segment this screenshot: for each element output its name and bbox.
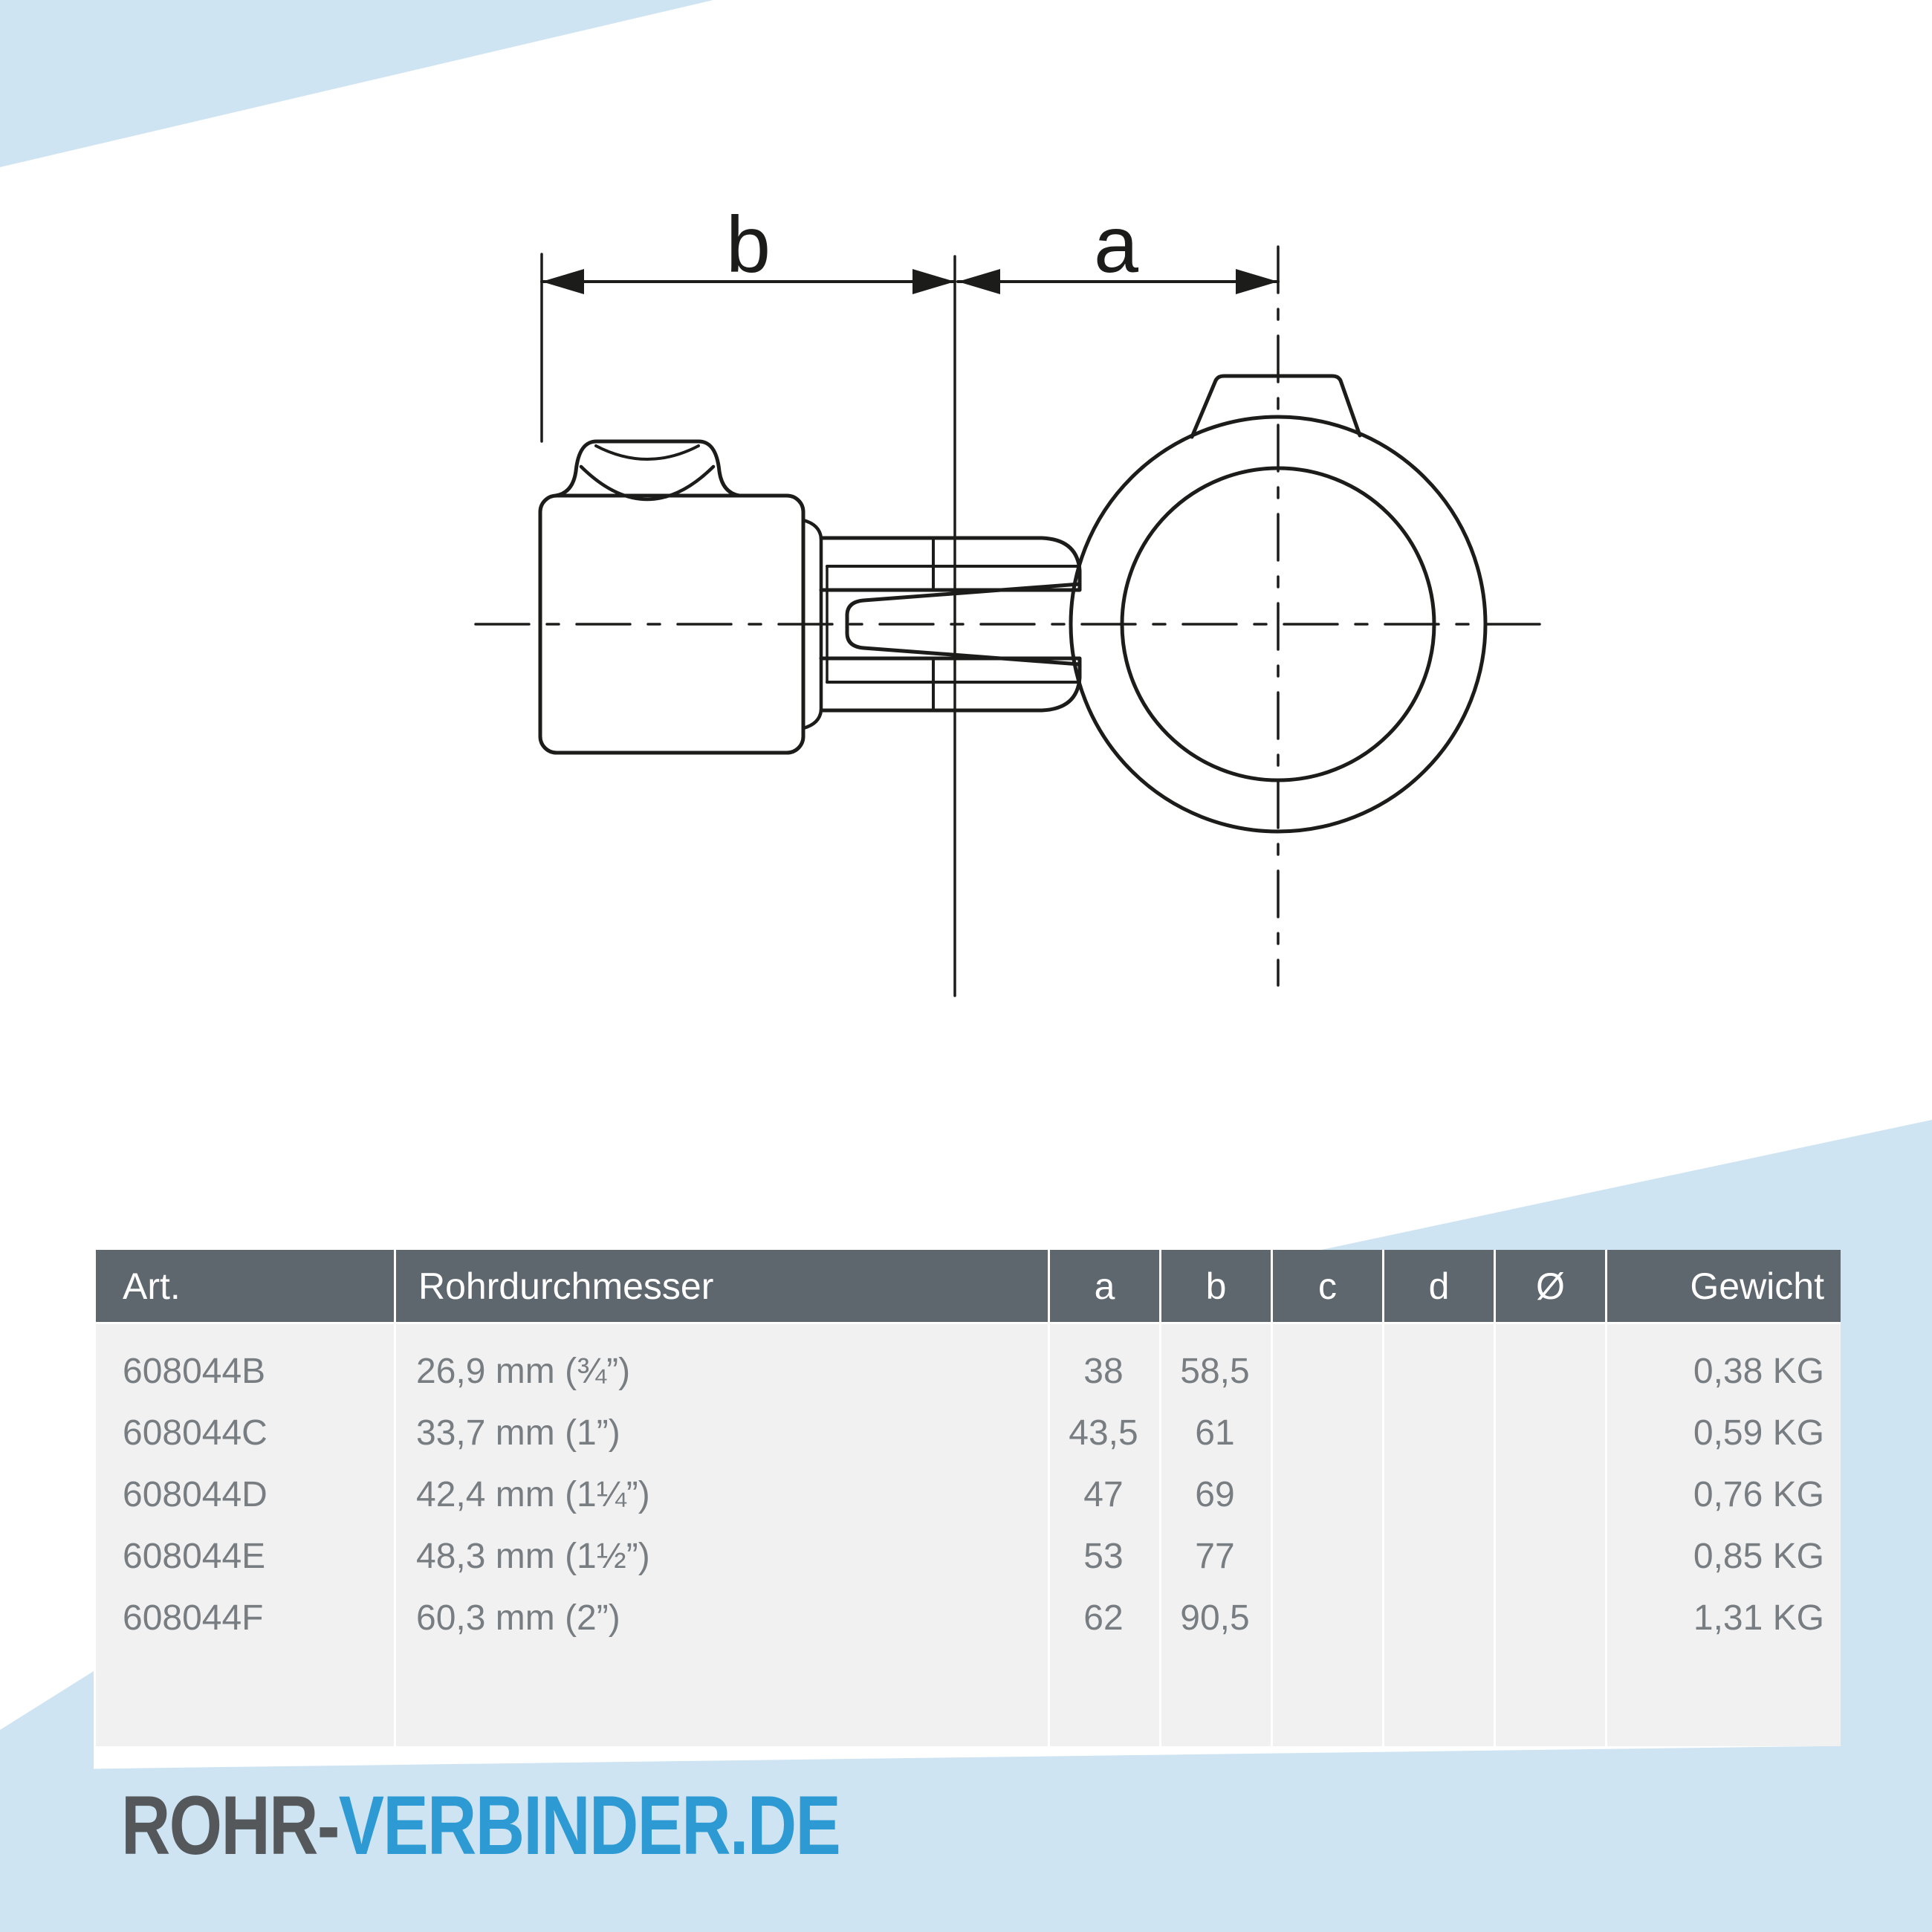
cell-weight: 0,38 KG <box>1693 1352 1824 1391</box>
dim-label-b: b <box>726 199 771 289</box>
cell-art: 608044B <box>123 1352 266 1391</box>
arrowhead-a-left <box>958 269 1000 294</box>
fork-slot-wedge <box>845 582 1082 667</box>
cell-weight: 1,31 KG <box>1693 1598 1824 1638</box>
cell-size: 48,3 mm (1½”) <box>416 1537 650 1576</box>
cell-c <box>1271 1464 1382 1526</box>
cell-dia <box>1494 1464 1605 1526</box>
cell-d <box>1382 1526 1494 1587</box>
fork-upper-arm <box>819 536 1082 592</box>
cell-a: 53 <box>1083 1537 1124 1576</box>
cell-dia <box>1494 1526 1605 1587</box>
cylinder-boss-saddle-arc <box>579 464 716 502</box>
col-header-dia: Ø <box>1494 1250 1605 1322</box>
dim-label-a: a <box>1094 199 1139 289</box>
cell-size: 60,3 mm (2”) <box>416 1598 620 1638</box>
cell-d <box>1382 1341 1494 1402</box>
cell-weight: 0,59 KG <box>1693 1413 1824 1453</box>
cylinder-boss-top-arc <box>594 444 700 461</box>
cell-art: 608044E <box>123 1537 266 1576</box>
cell-weight: 0,76 KG <box>1693 1475 1824 1514</box>
cell-dia <box>1494 1587 1605 1649</box>
spec-table: Art. Rohrdurchmesser a b c d Ø Gewicht 6… <box>96 1250 1841 1746</box>
col-header-b: b <box>1159 1250 1271 1322</box>
column-separator <box>1048 1324 1050 1746</box>
col-header-art: Art. <box>123 1265 181 1307</box>
site-logo: ROHR-VERBINDER.DE <box>121 1777 841 1873</box>
arrowhead-b-left <box>542 269 584 294</box>
ring-boss <box>1190 374 1362 439</box>
column-separator <box>1271 1324 1273 1746</box>
cell-art: 608044F <box>123 1598 264 1638</box>
column-separator <box>1159 1324 1161 1746</box>
ring-inner <box>1120 466 1436 782</box>
table-row: 608044B 26,9 mm (¾”) 38 58,5 0,38 KG <box>96 1341 1841 1402</box>
cell-dia <box>1494 1402 1605 1464</box>
cell-d <box>1382 1464 1494 1526</box>
table-row: 608044D 42,4 mm (1¼”) 47 69 0,76 KG <box>96 1464 1841 1526</box>
column-separator <box>1382 1324 1384 1746</box>
wedge-left-sliver <box>0 1671 94 1770</box>
cell-b: 58,5 <box>1180 1352 1250 1391</box>
arrowhead-b-right <box>912 269 955 294</box>
cylinder-boss <box>554 439 742 498</box>
cell-dia <box>1494 1341 1605 1402</box>
cell-b: 69 <box>1195 1475 1235 1514</box>
table-row: 608044E 48,3 mm (1½”) 53 77 0,85 KG <box>96 1526 1841 1587</box>
cell-art: 608044D <box>123 1475 268 1514</box>
arrowhead-a-right <box>1236 269 1278 294</box>
cell-size: 26,9 mm (¾”) <box>416 1352 631 1391</box>
col-header-weight: Gewicht <box>1605 1250 1841 1322</box>
logo-part-rohr: ROHR- <box>121 1779 340 1872</box>
cell-c <box>1271 1587 1382 1649</box>
cell-b: 90,5 <box>1180 1598 1250 1638</box>
wedge-bottom-band <box>0 1745 1932 1932</box>
col-header-c: c <box>1271 1250 1382 1322</box>
column-separator <box>1605 1324 1607 1746</box>
fork-flange-bottom-curve <box>801 708 823 730</box>
cell-a: 38 <box>1083 1352 1124 1391</box>
cell-a: 43,5 <box>1069 1413 1138 1453</box>
cell-c <box>1271 1402 1382 1464</box>
cell-d <box>1382 1587 1494 1649</box>
table-row: 608044C 33,7 mm (1”) 43,5 61 0,59 KG <box>96 1402 1841 1464</box>
col-header-d: d <box>1382 1250 1494 1322</box>
fork-flange-top-curve <box>801 518 823 540</box>
cell-b: 61 <box>1195 1413 1235 1453</box>
table-row: 608044F 60,3 mm (2”) 62 90,5 1,31 KG <box>96 1587 1841 1649</box>
cell-a: 62 <box>1083 1598 1124 1638</box>
cell-art: 608044C <box>123 1413 268 1453</box>
cell-weight: 0,85 KG <box>1693 1537 1824 1576</box>
ring-outer <box>1069 415 1488 834</box>
column-separator <box>1494 1324 1496 1746</box>
column-separator <box>394 1324 396 1746</box>
cell-a: 47 <box>1083 1475 1124 1514</box>
cell-size: 42,4 mm (1¼”) <box>416 1475 650 1514</box>
cell-c <box>1271 1526 1382 1587</box>
spec-table-header: Art. Rohrdurchmesser a b c d Ø Gewicht <box>96 1250 1841 1322</box>
col-header-a: a <box>1048 1250 1159 1322</box>
cell-size: 33,7 mm (1”) <box>416 1413 620 1453</box>
col-header-size: Rohrdurchmesser <box>394 1250 1048 1322</box>
spec-table-body: 608044B 26,9 mm (¾”) 38 58,5 0,38 KG 608… <box>96 1324 1841 1746</box>
cell-c <box>1271 1341 1382 1402</box>
wedge-top-left <box>0 0 713 167</box>
cell-d <box>1382 1402 1494 1464</box>
fork-lower-arm <box>819 656 1082 713</box>
cell-b: 77 <box>1195 1537 1235 1576</box>
logo-part-verbinder: VERBINDER.DE <box>338 1779 841 1872</box>
